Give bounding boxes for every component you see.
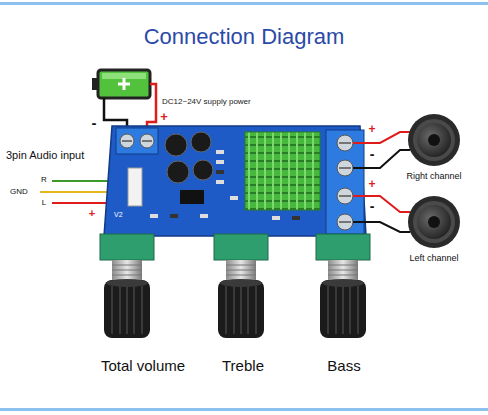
potentiometer [214,234,268,260]
amplifier-board [216,170,224,174]
speaker-wires [353,132,410,143]
knob [322,279,364,287]
battery-symbol [118,78,130,90]
speaker-symbol [408,114,460,166]
amplifier-board [339,143,351,222]
potentiometer [316,234,370,260]
amplifier-board [180,190,204,204]
potentiometer [112,260,142,282]
knob [106,279,148,287]
speaker-symbol [417,123,451,157]
amplifier-board [272,216,280,220]
amplifier-board [230,196,238,200]
frame-lines [0,408,488,411]
pin-name: R [41,176,47,184]
speaker-symbol [413,119,455,161]
amplifier-board [104,126,366,236]
potentiometer [112,265,358,275]
polarity-mark: - [370,199,375,213]
amplifier-board [191,132,211,152]
speaker-wires [353,222,410,232]
knob-label: Treble [222,358,264,373]
amplifier-board [326,130,364,234]
amplifier-board [150,214,158,218]
amplifier-board [200,214,208,218]
polarity-mark: + [368,123,375,135]
pin-name: GND [10,188,28,196]
amplifier-board [104,126,366,236]
speaker-symbol [417,205,451,239]
amplifier-board [216,180,224,184]
battery-symbol [98,70,150,98]
polarity-mark: + [368,178,375,190]
speaker-wires [353,196,410,212]
amplifier-board [116,128,158,154]
speaker-wires [353,132,410,232]
amplifier-board [122,140,152,142]
knob [112,286,358,334]
knob-label: Total volume [101,358,185,373]
speaker-wires [353,150,410,168]
knob [104,279,366,338]
polarity-mark: - [92,115,97,130]
knob [220,279,262,287]
potentiometer [100,234,370,282]
amplifier-board [193,160,213,180]
supply-label: DC12~24V supply power [162,98,251,106]
amplifier-board [216,150,224,154]
amplifier-board [216,160,224,164]
potentiometer [100,234,154,260]
battery-symbol [92,70,150,98]
board-marking: V2 [114,211,123,218]
diagram-title: Connection Diagram [144,26,345,48]
polarity-mark: + [89,208,95,219]
polarity-mark: - [370,147,375,161]
amplifier-board [292,216,300,220]
amplifier-board [167,161,189,183]
input-label: 3pin Audio input [6,150,84,161]
amplifier-board [170,214,178,218]
knob-label: Bass [327,358,360,373]
polarity-mark: + [160,110,168,123]
amplifier-board [165,134,187,156]
speaker-symbol [408,114,460,248]
channel-label: Left channel [409,254,458,263]
speaker-symbol [413,201,455,243]
potentiometer [328,260,358,282]
speaker-symbol [408,196,460,248]
pin-name: L [42,199,46,207]
speaker-symbol [428,216,440,228]
amplifier-board [245,132,320,210]
channel-label: Right channel [406,172,461,181]
frame-lines [0,2,488,5]
speaker-symbol [428,134,440,146]
amplifier-board [128,168,142,206]
potentiometer [226,260,256,282]
